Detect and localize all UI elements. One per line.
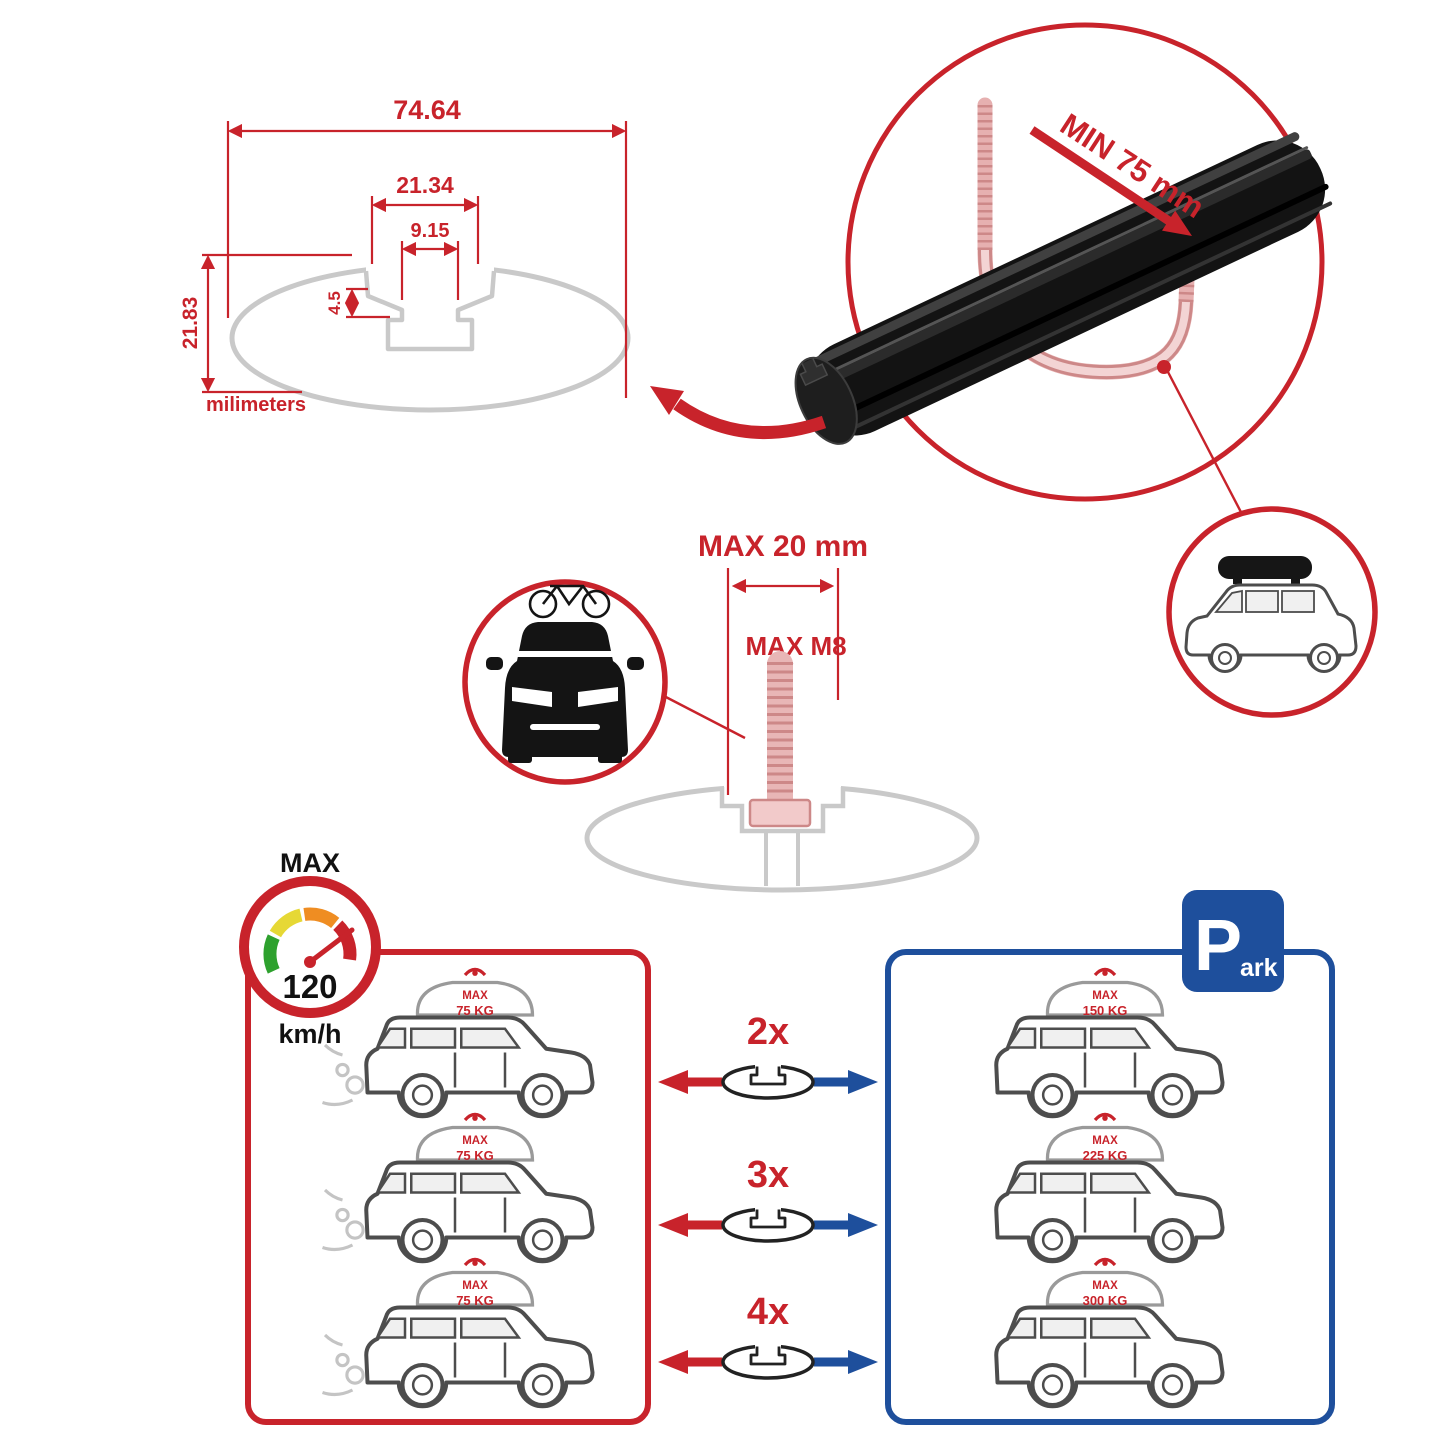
bag-weight-label: 300 KG (1083, 1293, 1128, 1308)
gauge-ring (239, 876, 381, 1018)
right-arrow (848, 1213, 878, 1237)
left-arrow (658, 1070, 688, 1094)
parked-cars: MAX 150 KG MAX 225 KG MAX 300 KG (996, 969, 1222, 1406)
profile-callout-arrowhead (650, 386, 684, 415)
bag-max-label: MAX (462, 990, 488, 1002)
bolt-spec-diagram: MAX 20 mm MAX M8 (584, 530, 980, 893)
bag-weight-label: 150 KG (1083, 1003, 1128, 1018)
bag-max-label: MAX (1092, 1280, 1118, 1292)
dim-total-height: 21.83 (179, 297, 202, 350)
speed-limit-gauge: MAX 120 km/h (239, 848, 381, 1049)
crossbar-profile-icon (721, 1062, 815, 1100)
multiplier-label: 4x (747, 1291, 789, 1333)
park-sign: P ark (1182, 890, 1284, 992)
gauge-segment-orange (303, 907, 340, 929)
bag-weight-label: 75 KG (456, 1148, 494, 1163)
dim-total-width: 74.64 (393, 95, 461, 125)
multiplier-label: 2x (747, 1011, 789, 1053)
t-nut-head (748, 798, 812, 828)
gauge-segment-green (263, 934, 280, 974)
min-grip-arrowhead (1162, 210, 1192, 236)
bag-weight-label: 75 KG (456, 1293, 494, 1308)
bag-max-label: MAX (1092, 990, 1118, 1002)
profile-callout-arrow (673, 398, 827, 440)
headlight-left (512, 687, 552, 707)
bolt-max-length-label: MAX 20 mm (698, 530, 868, 563)
crossbar-3d (794, 132, 1333, 445)
right-arrow (848, 1070, 878, 1094)
gauge-segment-yellow (269, 908, 303, 938)
dim-channel-width: 21.34 (396, 172, 454, 198)
side-mirror-right (627, 657, 644, 670)
dim-step-depth: 4.5 (325, 291, 344, 315)
crossbar-zoom-view: MIN 75 mm (650, 22, 1333, 502)
headlight-right (578, 687, 618, 707)
bag-max-label: MAX (462, 1135, 488, 1147)
gauge-needle (307, 927, 355, 965)
multiplier-rows: 2x 3x 4x (658, 1011, 878, 1380)
units-label: milimeters (206, 394, 306, 416)
bag-weight-label: 225 KG (1083, 1148, 1128, 1163)
clamp-point-dot (1157, 360, 1171, 374)
moving-cars: MAX 75 KG MAX 75 KG MAX 75 KG (323, 969, 593, 1406)
bolt-max-thread-label: MAX M8 (745, 631, 846, 661)
roof-box-illustration (1218, 556, 1312, 579)
left-arrow (658, 1213, 688, 1237)
t-slot-channel (363, 270, 497, 352)
bicycle-icon (528, 584, 611, 619)
speed-units: km/h (278, 1019, 341, 1049)
bag-max-label: MAX (1092, 1135, 1118, 1147)
crossbar-profile-icon (721, 1342, 815, 1380)
multiplier-label: 3x (747, 1154, 789, 1196)
bike-rack-use-case (462, 579, 746, 785)
dim-slot-width: 9.15 (411, 220, 450, 242)
right-arrow (848, 1350, 878, 1374)
crossbar-profile-icon (721, 1205, 815, 1243)
roof-box-use-case (1166, 371, 1378, 718)
speed-max-label: MAX (280, 848, 340, 878)
speed-value: 120 (282, 968, 337, 1005)
left-arrow (658, 1350, 688, 1374)
bag-max-label: MAX (462, 1280, 488, 1292)
gauge-segment-red (333, 920, 357, 961)
park-sign-suffix: ark (1240, 954, 1278, 982)
side-mirror-left (486, 657, 503, 670)
profile-dimension-diagram: 74.64 21.34 9.15 4.5 21.83 milimeters (179, 95, 631, 416)
bag-weight-label: 75 KG (456, 1003, 494, 1018)
park-sign-letter: P (1194, 906, 1242, 986)
